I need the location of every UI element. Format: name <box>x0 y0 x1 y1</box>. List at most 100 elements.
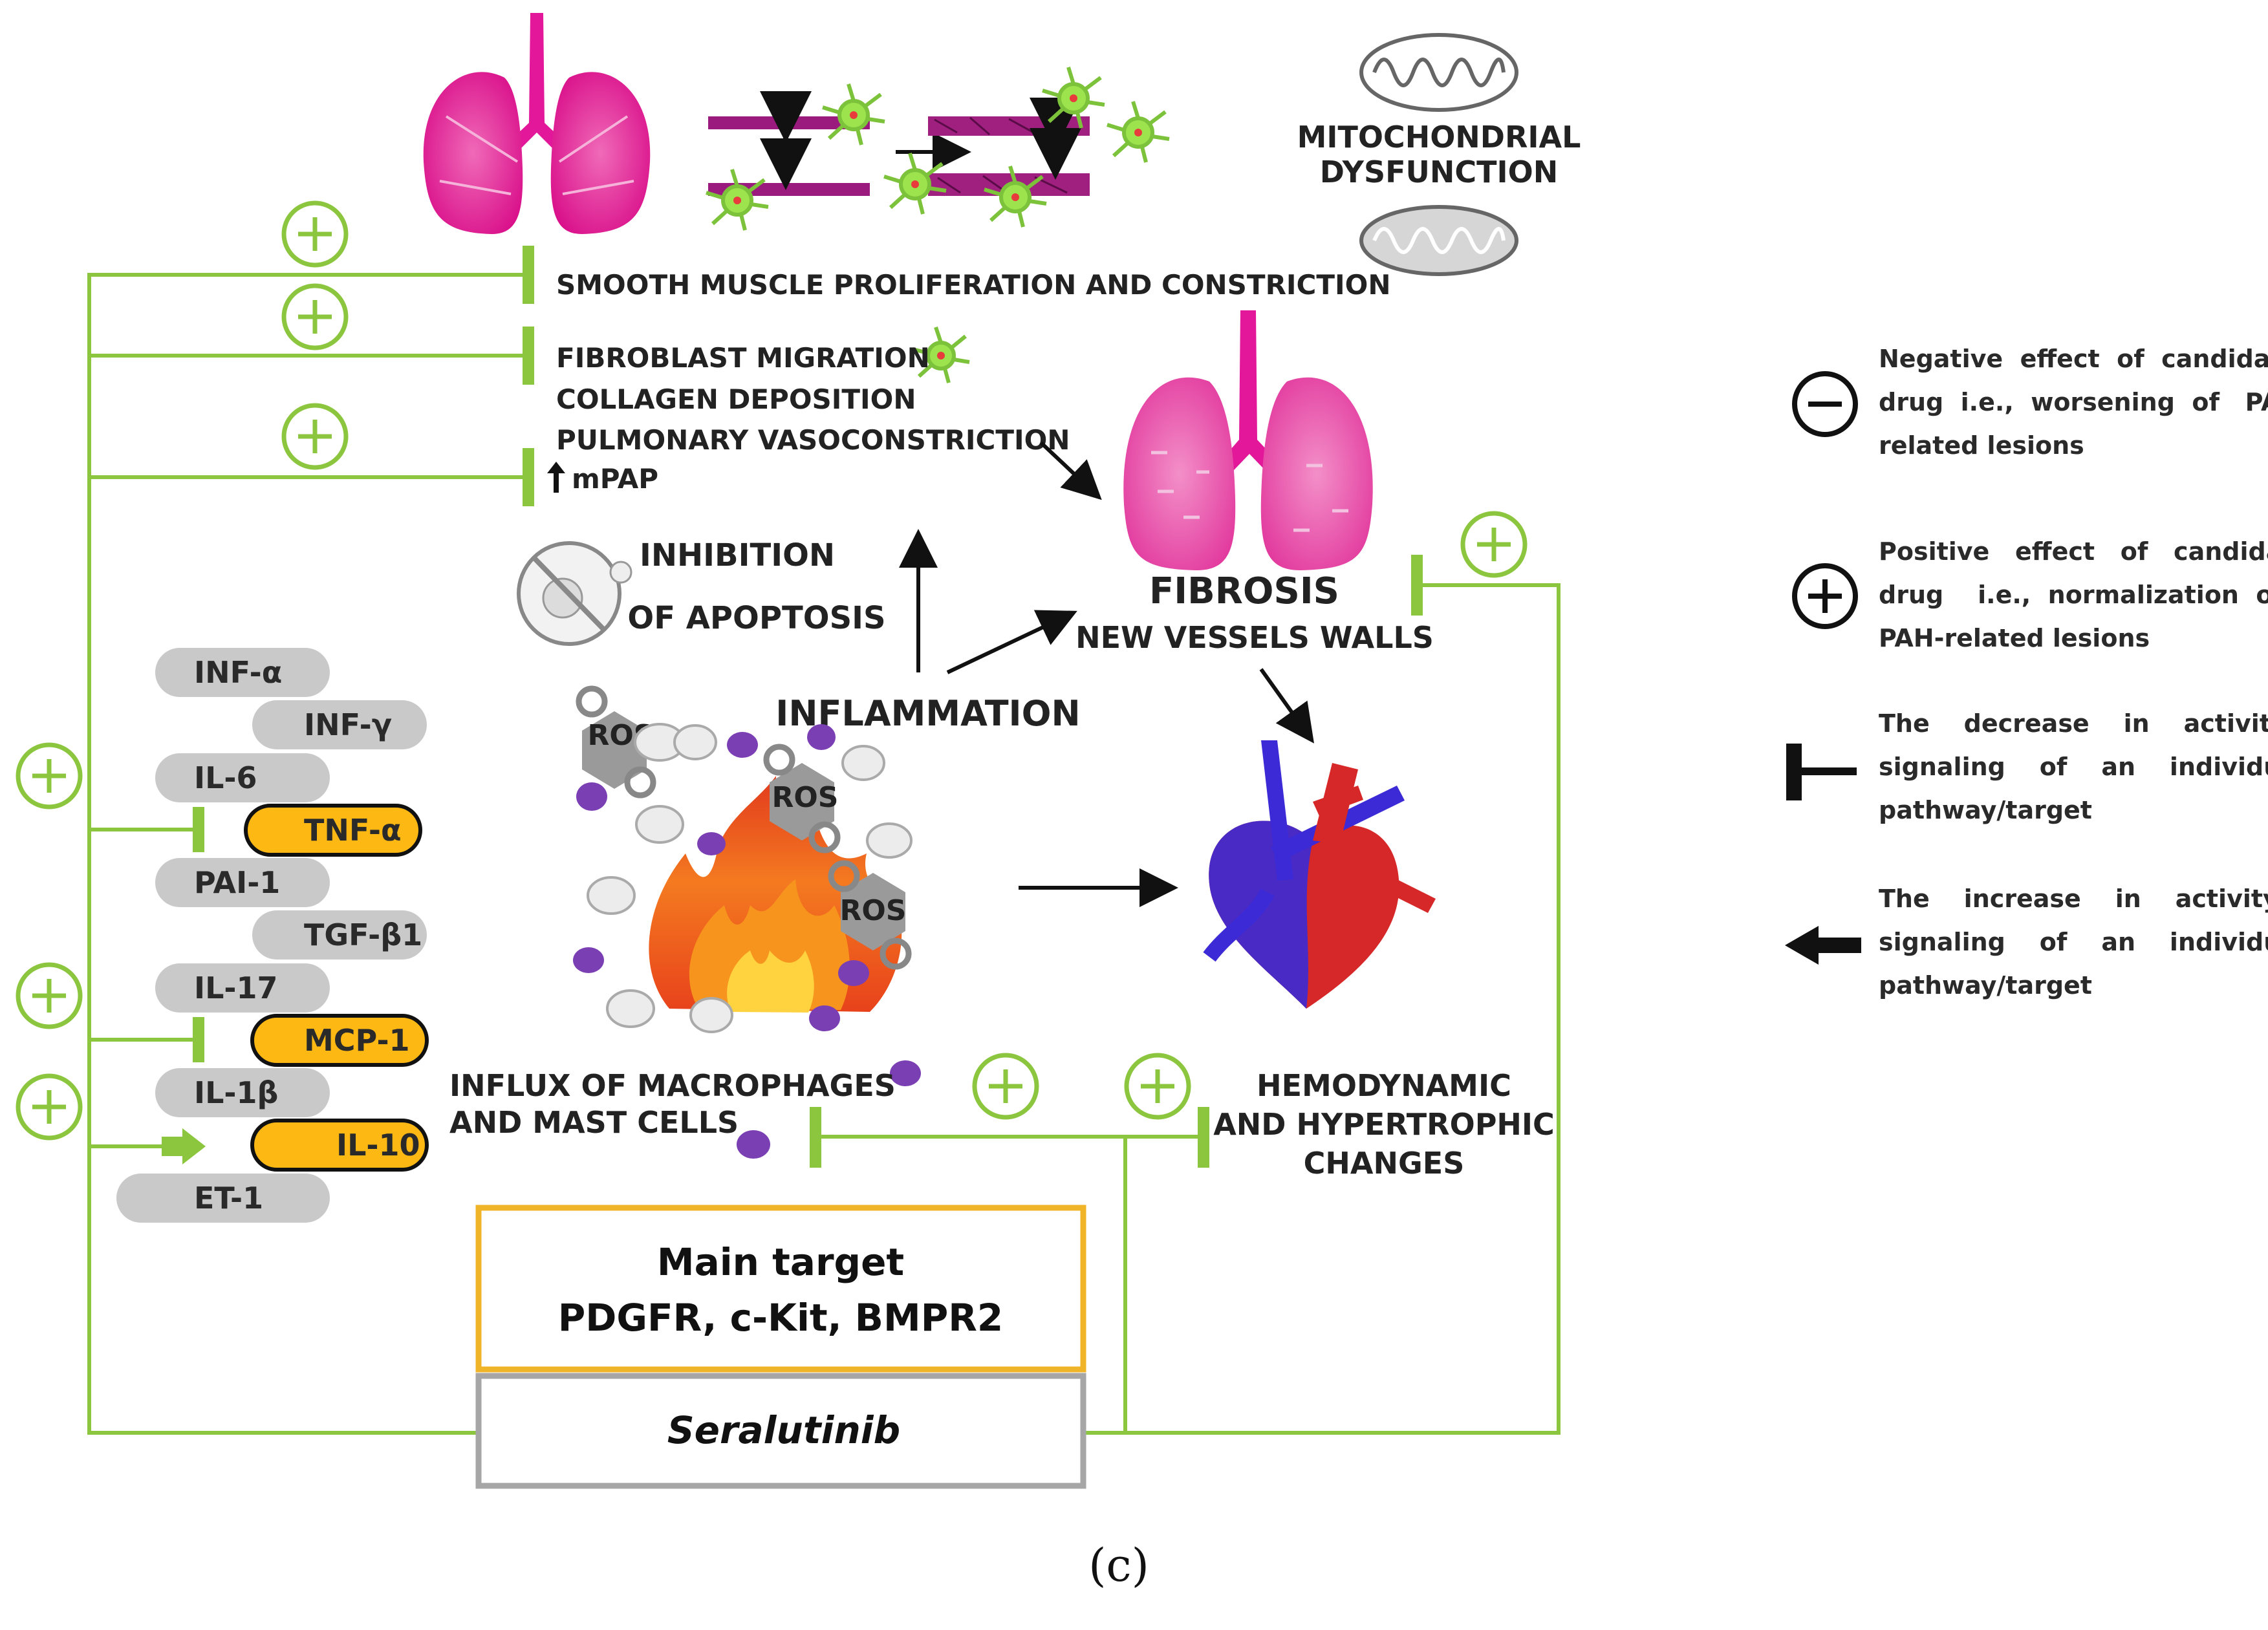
legend-increase-text: pathway/target <box>1879 971 2092 1000</box>
cytokine-pill: IL-10 <box>250 1119 429 1172</box>
inhibit-bar-hemodynamic <box>1198 1107 1209 1168</box>
of-apoptosis-label: OF APOPTOSIS <box>627 600 885 636</box>
cytokine-label: IL-10 <box>336 1128 420 1163</box>
plus-circle-icon <box>281 283 349 350</box>
plus-circle-icon <box>1460 511 1528 578</box>
cytokine-stack: INF-αINF-γIL-6TNF-αPAI-1TGF-β1IL-17MCP-1… <box>116 648 429 1223</box>
influx-label-2: AND MAST CELLS <box>449 1105 739 1140</box>
cytokine-pill: IL-6 <box>155 753 330 802</box>
inhibit-bar-tnf <box>193 807 204 852</box>
cytokine-pill: INF-α <box>155 648 330 697</box>
ros-icon <box>828 860 912 970</box>
legend-increase-text: The increase in activity/ <box>1879 885 2268 913</box>
main-target-label: Main target <box>657 1240 904 1284</box>
cytokine-pill: TGF-β1 <box>252 910 427 960</box>
legend-decrease-text: pathway/target <box>1879 796 2092 824</box>
hemodynamic-label-3: CHANGES <box>1304 1146 1465 1181</box>
plus-circle-icon <box>16 742 83 810</box>
legend-positive-text: Positive effect of candidate <box>1879 537 2268 566</box>
legend-decrease-text: The decrease in activity/ <box>1879 709 2268 738</box>
legend-positive-text: PAH-related lesions <box>1879 624 2150 652</box>
cytokine-label: INF-α <box>194 655 282 690</box>
cytokine-label: IL-17 <box>194 970 278 1005</box>
legend-increase-text: signaling of an individual <box>1879 928 2268 956</box>
ros-clusters <box>576 685 912 970</box>
inhibition-bars <box>162 246 1423 1168</box>
cytokine-label: IL-6 <box>194 760 257 795</box>
legend: Negative effect of candidate drug i.e., w… <box>1785 345 2268 1000</box>
fibroblast-migration-label: FIBROBLAST MIGRATION <box>556 342 930 374</box>
plus-circle-icon <box>281 403 349 470</box>
up-arrow-icon <box>547 462 565 493</box>
drug-name: Seralutinib <box>667 1408 900 1452</box>
inhibit-bar-mcp <box>193 1017 204 1062</box>
mitochondrial-label-2: DYSFUNCTION <box>1320 155 1558 189</box>
arrow-to-fibrosis <box>946 610 1077 674</box>
cytokine-label: INF-γ <box>304 707 392 742</box>
fire-icon <box>649 776 902 1013</box>
plus-circle-icon <box>281 200 349 268</box>
cytokine-pill: PAI-1 <box>155 858 330 907</box>
pulmonary-vasoconstriction-label: PULMONARY VASOCONSTRICTION <box>556 424 1070 456</box>
plus-circle-icon <box>1124 1053 1191 1120</box>
minus-circle-icon <box>1792 371 1858 437</box>
collagen-deposition-label: COLLAGEN DEPOSITION <box>556 383 916 415</box>
legend-negative-text: drug i.e., worsening of PAH- <box>1879 388 2268 416</box>
ros-icon <box>763 744 841 853</box>
smooth-muscle-label: SMOOTH MUSCLE PROLIFERATION AND CONSTRIC… <box>556 269 1391 301</box>
inhibit-bar-mpap <box>523 448 534 506</box>
inhibit-bar-fibrosis <box>1411 555 1423 616</box>
no-apoptosis-icon <box>517 541 632 646</box>
cytokine-label: ET-1 <box>194 1181 263 1216</box>
cytokine-pill: IL-17 <box>155 963 330 1013</box>
cytokine-label: TNF-α <box>304 813 402 848</box>
arrow-vasoconstriction-to-lungs <box>1039 441 1102 500</box>
activation-arrow-icon <box>1785 926 1861 965</box>
cytokine-pill: ET-1 <box>116 1174 330 1223</box>
cytokine-label: MCP-1 <box>304 1023 410 1058</box>
inhibit-bar-fibroblast <box>523 327 534 385</box>
mast-cells <box>573 724 921 1159</box>
drug-box <box>475 1373 1086 1489</box>
macrophage-cells <box>587 723 913 1033</box>
inhibit-bar-smooth-muscle <box>523 246 534 304</box>
mitochondrion-icon <box>1359 33 1518 112</box>
inhibition-network <box>87 273 1561 1435</box>
plus-markers <box>16 200 1528 1141</box>
cytokine-label: TGF-β1 <box>304 917 422 952</box>
panel-label: (c) <box>1088 1539 1149 1592</box>
ros-label-2: ROS <box>772 781 839 814</box>
mpap-label: mPAP <box>572 463 658 495</box>
cytokine-label: IL-1β <box>194 1075 278 1110</box>
main-target-box <box>475 1205 1086 1373</box>
ros-label-3: ROS <box>840 894 907 927</box>
fibroblast-icon <box>706 67 1170 383</box>
cytokine-pill: IL-1β <box>155 1068 330 1117</box>
influx-label-1: INFLUX OF MACROPHAGES <box>449 1068 896 1103</box>
hemodynamic-label-2: AND HYPERTROPHIC <box>1213 1107 1555 1142</box>
arrow-fibrosis-to-heart <box>1259 668 1314 744</box>
plus-circle-icon <box>972 1053 1039 1120</box>
plus-circle-icon <box>16 962 83 1029</box>
inhibition-label: INHIBITION <box>640 537 835 574</box>
plus-circle-icon <box>1792 563 1858 629</box>
mitochondrion-icon <box>1359 205 1518 276</box>
legend-negative-text: related lesions <box>1879 431 2084 460</box>
legend-positive-text: drug i.e., normalization of <box>1879 581 2268 609</box>
hemodynamic-label-1: HEMODYNAMIC <box>1257 1068 1511 1103</box>
lungs-icon <box>1123 310 1373 570</box>
inhibition-bar-icon <box>1786 744 1857 800</box>
cytokine-pill: INF-γ <box>252 700 427 749</box>
legend-decrease-text: signaling of an individual <box>1879 753 2268 781</box>
plus-circle-icon <box>16 1073 83 1141</box>
cytokine-pill: MCP-1 <box>250 1014 429 1067</box>
mitochondrial-label-1: MITOCHONDRIAL <box>1297 120 1581 155</box>
legend-negative-text: Negative effect of candidate <box>1879 345 2268 373</box>
cytokine-label: PAI-1 <box>194 865 280 900</box>
targets-label: PDGFR, c-Kit, BMPR2 <box>558 1296 1004 1340</box>
new-vessels-label: NEW VESSELS WALLS <box>1075 620 1434 655</box>
fibrosis-label: FIBROSIS <box>1149 570 1339 612</box>
lungs-icon <box>423 13 651 234</box>
inhibit-bar-influx <box>810 1107 821 1168</box>
